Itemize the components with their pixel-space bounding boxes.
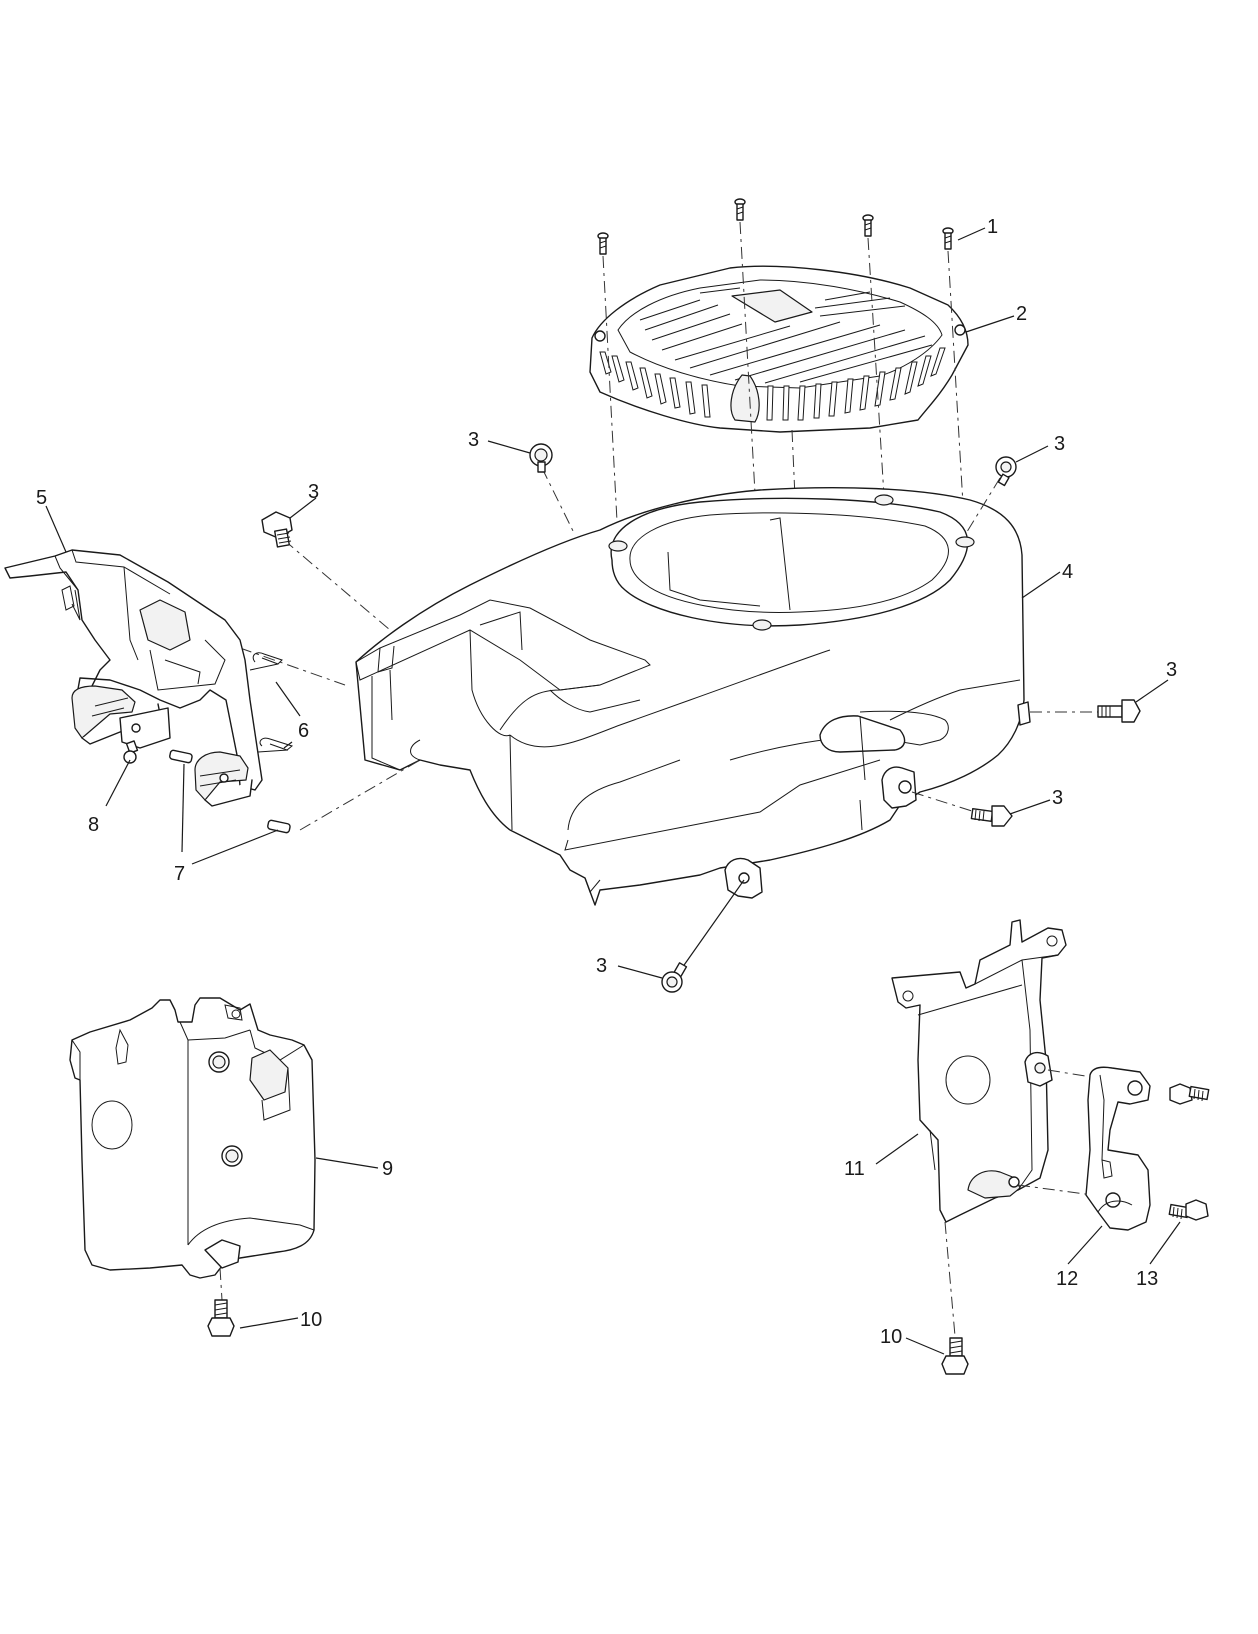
- grille-screws: [597, 198, 954, 255]
- shoulder-bolt-f: [661, 879, 745, 993]
- callout-1: 1: [987, 216, 998, 238]
- lower-right-guard: [891, 919, 1067, 1223]
- shoulder-bolt-d: [1097, 699, 1141, 723]
- blower-housing: [355, 487, 1031, 906]
- shoulder-bolt-e: [970, 805, 1013, 827]
- shroud-boss: [608, 540, 628, 552]
- grille-side-vents: [599, 347, 946, 421]
- mounting-bracket: [1085, 1066, 1151, 1231]
- callout-10: 10: [300, 1309, 322, 1331]
- grille-cover: [589, 265, 969, 433]
- screw-1d: [942, 227, 954, 250]
- callout-9: 9: [382, 1158, 393, 1180]
- callout-3: 3: [1054, 433, 1065, 455]
- callouts: 1 2 3 3 3 4 5 3 6 3 8 7 3 9 11 12 13 10 …: [36, 216, 1177, 1348]
- shroud-boss: [955, 536, 975, 548]
- callout-7: 7: [174, 863, 185, 885]
- leader-lines: [45, 227, 1181, 1355]
- shroud-boss: [874, 494, 894, 506]
- shroud-boss: [752, 619, 772, 631]
- callout-3: 3: [596, 955, 607, 977]
- callout-3: 3: [1166, 659, 1177, 681]
- callout-11: 11: [844, 1158, 865, 1180]
- callout-2: 2: [1016, 303, 1027, 325]
- callout-5: 5: [36, 487, 47, 509]
- pins: [169, 749, 291, 834]
- shoulder-bolt-a: [529, 443, 553, 473]
- shroud-mount-tab-right: [1017, 701, 1031, 726]
- shoulder-bolt-b: [995, 456, 1017, 487]
- bolt-10b: [941, 1337, 969, 1375]
- assembly-line-10b: [944, 1221, 956, 1337]
- assembly-lines-shroud: [239, 467, 1100, 831]
- bracket-screw-b: [1168, 1199, 1209, 1221]
- callout-3: 3: [1052, 787, 1063, 809]
- callout-8: 8: [88, 814, 99, 836]
- grille-top-slots: [639, 287, 933, 384]
- callout-6: 6: [298, 720, 309, 742]
- callout-3: 3: [468, 429, 479, 451]
- left-baffle: [4, 549, 263, 807]
- shroud-tab: [819, 715, 906, 753]
- baffle-screw: [123, 740, 139, 764]
- shoulder-bolt-c: [261, 511, 293, 548]
- screw-1c: [862, 214, 874, 237]
- callout-13: 13: [1136, 1268, 1158, 1290]
- callout-3: 3: [308, 481, 319, 503]
- callout-4: 4: [1062, 561, 1073, 583]
- bracket-screw-a: [1169, 1083, 1210, 1105]
- screw-1b: [734, 198, 746, 221]
- screw-1a: [597, 232, 609, 255]
- hairpin-clips: [249, 652, 294, 753]
- lower-left-guard: [69, 997, 316, 1279]
- callout-10: 10: [880, 1326, 902, 1348]
- bolt-10a: [207, 1267, 235, 1337]
- callout-12: 12: [1056, 1268, 1078, 1290]
- grille-emblem: [730, 374, 760, 423]
